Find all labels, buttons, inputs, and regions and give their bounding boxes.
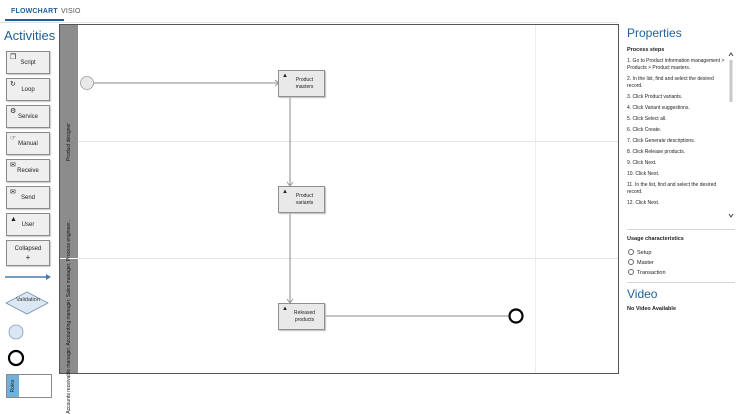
task-released-products[interactable]: ▲ Released products bbox=[278, 303, 325, 330]
envelope-icon: ✉ bbox=[10, 189, 16, 196]
steps-scrollbar[interactable] bbox=[727, 48, 735, 224]
usage-option-setup[interactable]: Setup bbox=[628, 249, 651, 256]
scroll-thumb[interactable] bbox=[729, 60, 733, 102]
decision-tool[interactable] bbox=[5, 291, 49, 315]
script-icon: ❐ bbox=[10, 54, 17, 61]
end-event-tool[interactable] bbox=[7, 349, 25, 367]
start-event[interactable] bbox=[80, 76, 94, 90]
process-step: 5. Click Select all. bbox=[627, 116, 667, 122]
activity-collapsed[interactable]: Collapsed + bbox=[6, 240, 50, 266]
loop-icon: ↻ bbox=[10, 81, 16, 88]
activity-loop[interactable]: ↻ Loop bbox=[6, 78, 50, 101]
video-status: No Video Available bbox=[627, 306, 677, 312]
task-product-masters[interactable]: ▲ Product masters bbox=[278, 70, 325, 97]
task-label: Product masters bbox=[295, 77, 314, 90]
process-step: 6. Click Create. bbox=[627, 127, 662, 133]
divider bbox=[627, 229, 735, 230]
radio-icon bbox=[628, 269, 634, 275]
process-step: 4. Click Variant suggestions. bbox=[627, 105, 690, 111]
activity-label: Receive bbox=[17, 168, 39, 174]
person-icon: ▲ bbox=[282, 306, 288, 312]
lane-divider bbox=[78, 141, 618, 142]
activity-receive[interactable]: ✉ Receive bbox=[6, 159, 50, 182]
scroll-up-icon[interactable] bbox=[728, 52, 734, 57]
process-step: 10. Click Next. bbox=[627, 171, 660, 177]
lane-header-roles[interactable]: Accounts receivable manager, Accounting … bbox=[60, 218, 78, 414]
activity-manual[interactable]: ☞ Manual bbox=[6, 132, 50, 155]
process-step: 9. Click Next. bbox=[627, 160, 657, 166]
radio-label: Transaction bbox=[637, 270, 666, 276]
radio-label: Master bbox=[637, 260, 654, 266]
person-icon: ▲ bbox=[282, 189, 288, 195]
process-step: 7. Click Generate descriptions. bbox=[627, 138, 696, 144]
radio-label: Setup bbox=[637, 250, 652, 256]
plus-icon: + bbox=[25, 253, 31, 262]
process-steps-list[interactable]: 1. Go to Product information management … bbox=[627, 58, 725, 222]
flow-connectors bbox=[80, 76, 524, 324]
activities-title: Activities bbox=[4, 28, 56, 43]
roles-label: Roles bbox=[10, 379, 16, 393]
activity-script[interactable]: ❐ Script bbox=[6, 51, 50, 74]
validation-label: Validation bbox=[16, 297, 40, 303]
process-step: 12. Click Next. bbox=[627, 200, 660, 206]
process-steps-title: Process steps bbox=[627, 47, 665, 53]
activity-label: Collapsed bbox=[14, 246, 42, 252]
tab-flowchart[interactable]: FLOWCHART bbox=[5, 5, 64, 21]
end-event[interactable] bbox=[508, 308, 524, 324]
activity-label: User bbox=[21, 222, 35, 228]
activity-label: Script bbox=[20, 60, 36, 66]
palette-shapes bbox=[5, 274, 51, 367]
hand-icon: ☞ bbox=[10, 135, 17, 142]
activity-label: Loop bbox=[21, 87, 35, 93]
process-step: 1. Go to Product information management … bbox=[627, 58, 725, 71]
radio-icon bbox=[628, 259, 634, 265]
usage-option-transaction[interactable]: Transaction bbox=[628, 269, 666, 276]
divider bbox=[627, 282, 735, 283]
task-product-variants[interactable]: ▲ Product variants bbox=[278, 186, 325, 213]
activity-service[interactable]: ⚙ Service bbox=[6, 105, 50, 128]
scroll-down-icon[interactable] bbox=[728, 213, 734, 218]
radio-icon bbox=[628, 249, 634, 255]
video-title: Video bbox=[627, 287, 658, 301]
task-label: Released products bbox=[293, 310, 316, 323]
person-icon: ▲ bbox=[282, 73, 288, 79]
properties-title: Properties bbox=[627, 26, 682, 40]
flowchart-canvas[interactable]: Product designer Accounts receivable man… bbox=[59, 24, 619, 414]
process-step: 2. In the list, find and select the desi… bbox=[627, 76, 714, 89]
lane-divider bbox=[78, 258, 618, 259]
activity-send[interactable]: ✉ Send bbox=[6, 186, 50, 209]
gear-icon: ⚙ bbox=[10, 108, 17, 115]
activity-label: Manual bbox=[18, 141, 38, 147]
process-step: 3. Click Product variants. bbox=[627, 94, 683, 100]
tab-divider bbox=[0, 22, 618, 23]
task-label: Product variants bbox=[295, 193, 314, 206]
usage-option-master[interactable]: Master bbox=[628, 259, 654, 266]
start-event-tool[interactable] bbox=[8, 324, 24, 340]
envelope-open-icon: ✉ bbox=[10, 162, 16, 169]
lane-header-product-designer[interactable]: Product designer bbox=[60, 25, 78, 258]
roles-tool[interactable]: Roles bbox=[6, 374, 52, 398]
activity-user[interactable]: ▲ User bbox=[6, 213, 50, 236]
tab-visio[interactable]: VISIO bbox=[61, 8, 81, 15]
usage-title: Usage characteristics bbox=[627, 236, 684, 242]
activity-label: Send bbox=[20, 195, 35, 201]
column-divider bbox=[535, 25, 536, 373]
process-step: 11. In the list, find and select the des… bbox=[627, 182, 717, 195]
person-icon: ▲ bbox=[10, 216, 17, 223]
roles-swatch: Roles bbox=[7, 375, 19, 397]
connector-arrow-tool[interactable] bbox=[5, 274, 51, 280]
process-step: 8. Click Release products. bbox=[627, 149, 686, 155]
activity-label: Service bbox=[17, 114, 38, 120]
